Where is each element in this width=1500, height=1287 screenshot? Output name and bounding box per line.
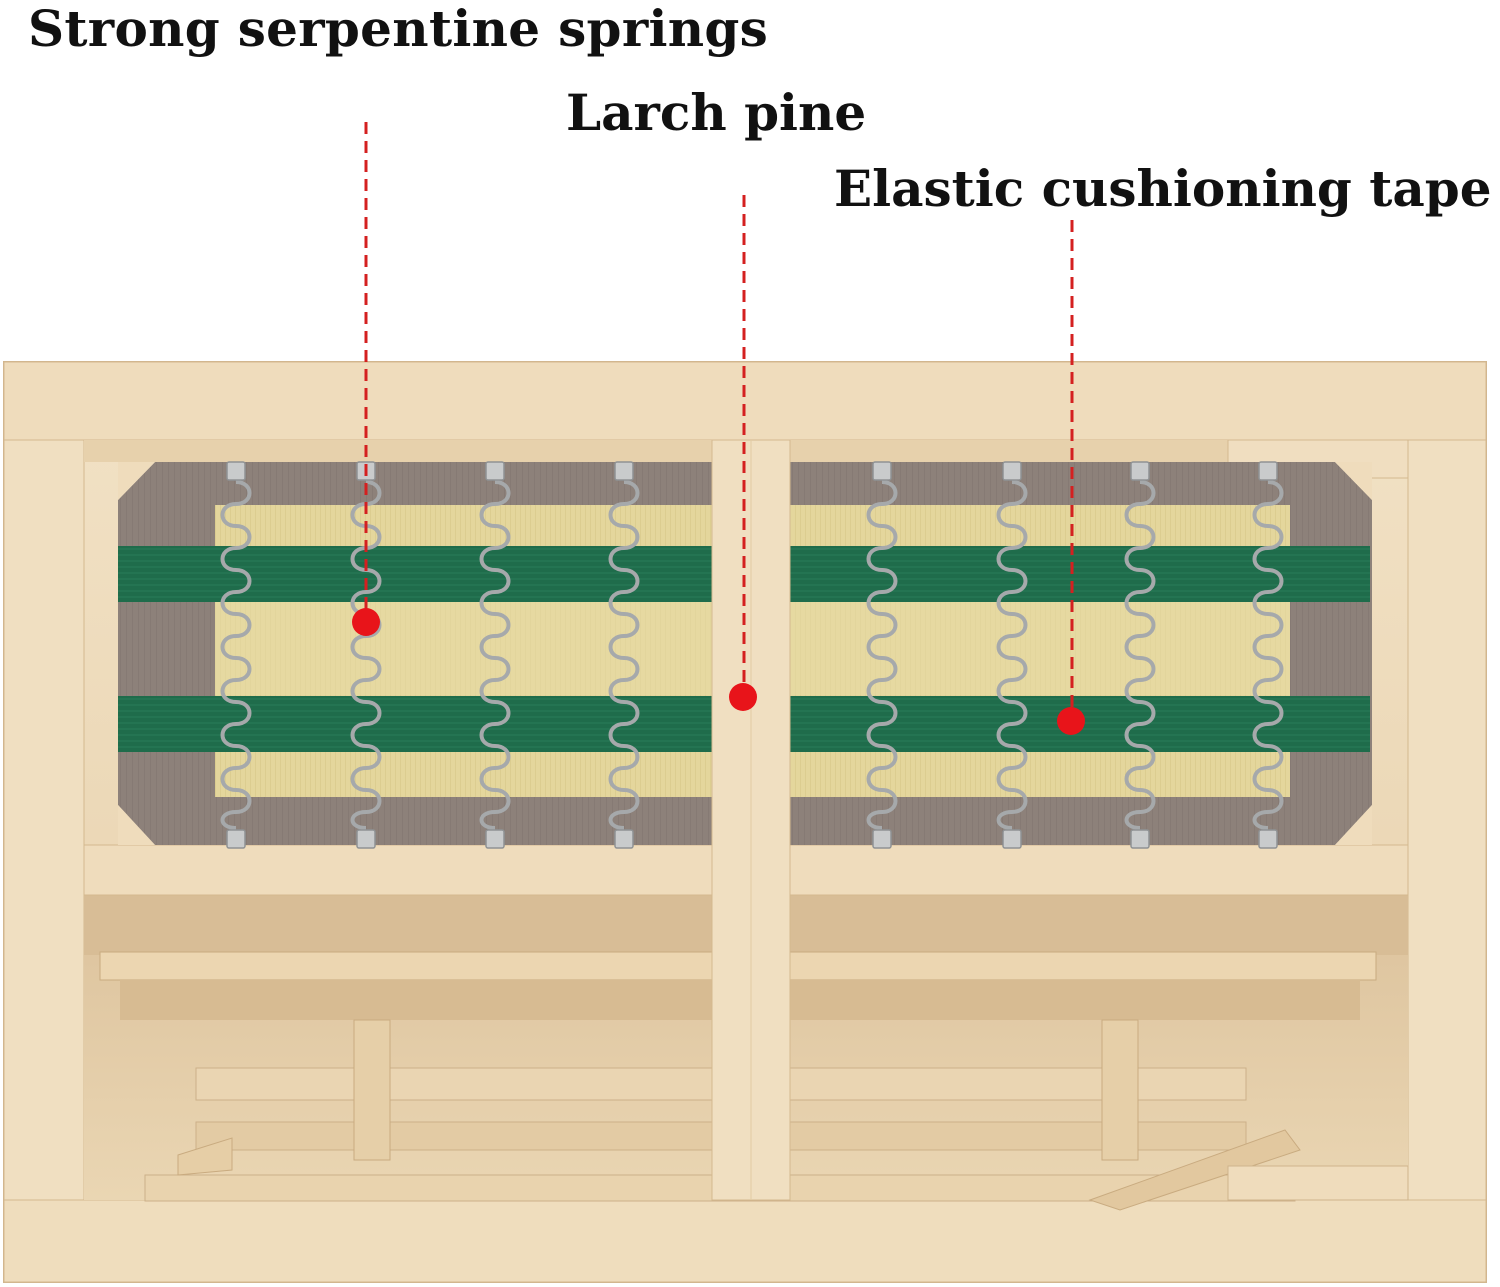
elastic-tape-label: Elastic cushioning tape	[834, 159, 1492, 218]
tape-callout-dot	[1057, 707, 1085, 735]
clip-icon	[1258, 829, 1278, 849]
clip-icon	[485, 461, 505, 481]
clip-icon	[1002, 461, 1022, 481]
larch-pine-label: Larch pine	[566, 83, 867, 142]
elastic-tapes	[118, 546, 1370, 752]
clip-icon	[1130, 829, 1150, 849]
clip-icon	[872, 829, 892, 849]
callout-lines	[364, 122, 1074, 714]
spring-icon	[479, 480, 511, 830]
spring-icon	[220, 480, 252, 830]
center-beam	[711, 439, 791, 1201]
clip-icon	[226, 829, 246, 849]
clip-icon	[614, 829, 634, 849]
spring-icon	[1252, 480, 1284, 830]
spring-icon	[1124, 480, 1156, 830]
springs-callout-dot	[352, 608, 380, 636]
springs-label: Strong serpentine springs	[28, 0, 769, 58]
spring-icon	[866, 480, 898, 830]
spring-icon	[996, 480, 1028, 830]
clip-icon	[356, 829, 376, 849]
serpentine-springs	[220, 461, 1284, 849]
spring-icon	[608, 480, 640, 830]
clip-icon	[872, 461, 892, 481]
clip-icon	[1002, 829, 1022, 849]
clip-icon	[485, 829, 505, 849]
clip-icon	[1130, 461, 1150, 481]
spring-icon	[350, 480, 382, 830]
clip-icon	[1258, 461, 1278, 481]
clip-icon	[614, 461, 634, 481]
larch-callout-dot	[729, 683, 757, 711]
clip-icon	[226, 461, 246, 481]
